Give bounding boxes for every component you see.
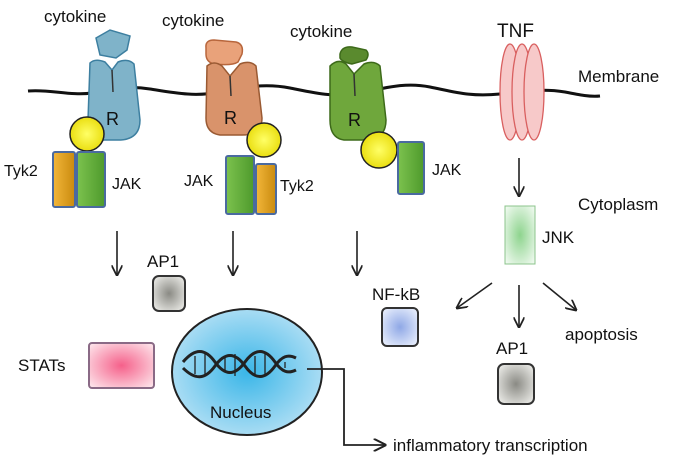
receptor-1-label: R [106, 109, 119, 129]
tyk2-box-1 [52, 151, 76, 208]
cytokine-label-1: cytokine [44, 7, 106, 26]
cytokine-1-shape [95, 29, 131, 59]
jak-circle-1 [69, 116, 105, 152]
tnf-label: TNF [497, 21, 534, 42]
tyk2-label-1: Tyk2 [4, 163, 38, 180]
cytokine-3-shape [339, 46, 369, 65]
apoptosis-label: apoptosis [565, 325, 638, 344]
receptor-3-cleft [353, 73, 356, 97]
ap1-label-1: AP1 [147, 252, 179, 271]
tyk2-box-2 [255, 163, 277, 215]
jak-label-2: JAK [184, 173, 214, 190]
receptor-2-label: R [224, 108, 237, 128]
nucleus-label: Nucleus [210, 403, 271, 422]
jak-label-3: JAK [432, 162, 462, 179]
membrane-label: Membrane [578, 67, 659, 86]
arrow-jnk-to-apoptosis [542, 282, 576, 310]
jnk-label: JNK [542, 228, 575, 247]
ap1-label-2: AP1 [496, 339, 528, 358]
nfkb-box [381, 307, 419, 347]
cytokine-label-2: cytokine [162, 11, 224, 30]
cytoplasm-label: Cytoplasm [578, 195, 658, 214]
tnf-receptor [499, 43, 545, 141]
dna-strand [181, 350, 297, 379]
receptor-1: R [52, 29, 141, 208]
receptor-3-body [329, 60, 387, 141]
stats-box [88, 342, 155, 389]
arrow-transcription [307, 368, 385, 445]
jak-box-3 [397, 141, 425, 195]
nfkb-label: NF-kB [372, 285, 420, 304]
jak-box-1 [76, 151, 106, 208]
receptor-3: R [329, 46, 425, 195]
receptor-2-cleft [229, 75, 232, 97]
arrow-jnk-to-nfkb [457, 282, 493, 308]
inflammatory-transcription-label: inflammatory transcription [393, 436, 588, 455]
stats-label: STATs [18, 356, 66, 375]
jak-circle-2 [246, 122, 282, 158]
dna-rungs [194, 354, 286, 376]
jnk-box [504, 205, 536, 265]
receptor-2: R [205, 39, 282, 215]
cytokine-label-3: cytokine [290, 22, 352, 41]
ap1-box-1 [152, 275, 186, 312]
ap1-box-2 [497, 363, 535, 405]
jak-label-1: JAK [112, 176, 142, 193]
receptor-3-label: R [348, 110, 361, 130]
cytokine-2-shape [205, 39, 244, 66]
nucleus [171, 308, 323, 436]
jak-box-2 [225, 155, 255, 215]
receptor-1-cleft [111, 69, 114, 93]
jak-circle-3 [360, 131, 398, 169]
tyk2-label-2: Tyk2 [280, 178, 314, 195]
receptor-2-body [205, 61, 263, 136]
